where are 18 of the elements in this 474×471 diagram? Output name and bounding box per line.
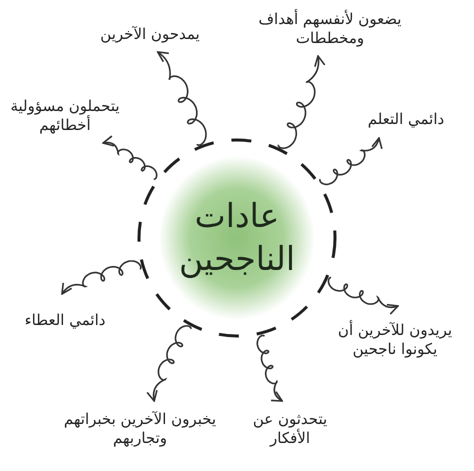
dashed-circle: [137, 138, 337, 338]
habit-label: يخبرون الآخرين بخبراتهم وتجاربهم: [62, 410, 218, 448]
habit-label: يتحدثون عن الأفكار: [252, 410, 328, 448]
habit-label: يمدحون الآخرين: [100, 24, 200, 44]
curly-arrow: [319, 137, 382, 186]
habit-label: يتحملون مسؤولية أخطائهم: [9, 97, 121, 135]
curly-arrow: [61, 260, 142, 295]
curly-arrow: [146, 325, 192, 402]
curly-arrow: [156, 51, 207, 146]
curly-arrow: [328, 276, 399, 315]
center-title: عادات الناجحين: [178, 195, 296, 280]
habit-label: يضعون لأنفسهم أهداف ومخططات: [258, 10, 402, 48]
habit-label: يريدون للآخرين أن يكونوا ناجحين: [336, 321, 454, 359]
curly-arrow: [102, 136, 158, 180]
habit-label: دائمي العطاء: [24, 310, 106, 330]
curly-arrow: [278, 55, 326, 149]
curly-arrow: [256, 334, 283, 402]
habit-label: دائمي التعلم: [368, 110, 444, 128]
